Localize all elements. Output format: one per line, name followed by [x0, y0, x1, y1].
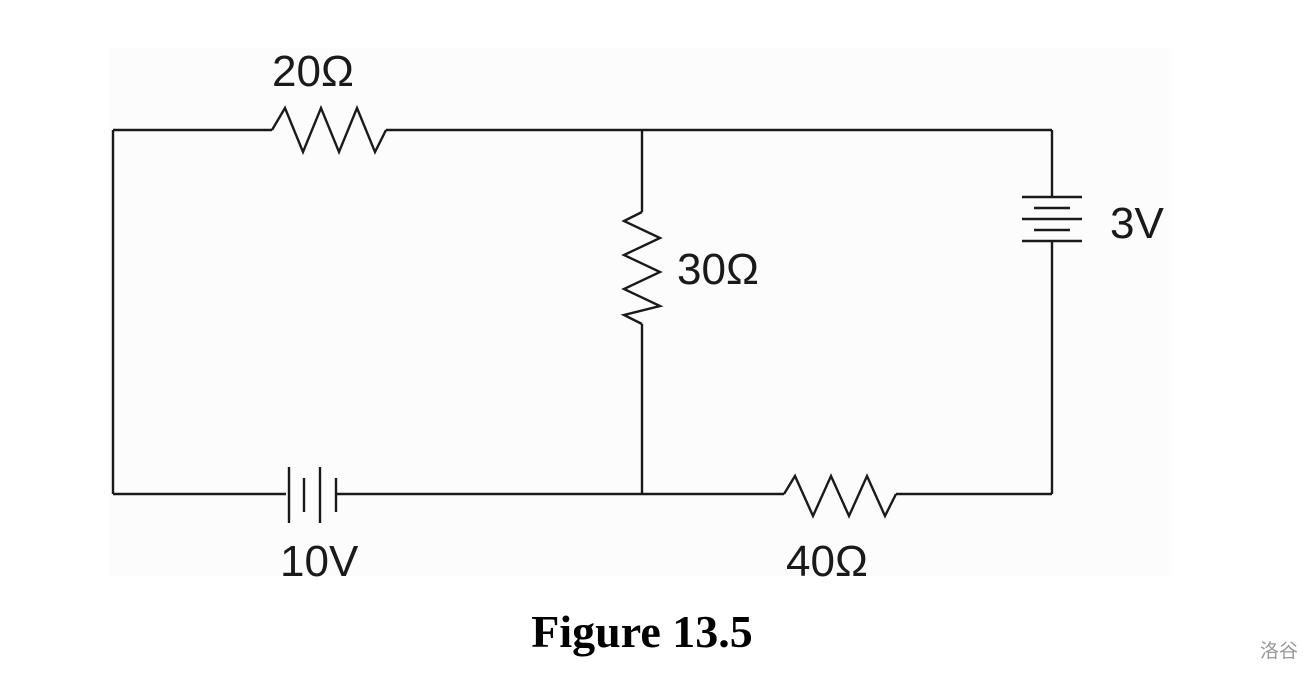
battery-10v [287, 467, 338, 523]
resistor-30-ohm [620, 210, 664, 326]
battery-3v [1022, 195, 1082, 243]
label-30-ohm: 30Ω [677, 245, 759, 294]
figure-caption: Figure 13.5 [531, 606, 753, 657]
resistor-20-ohm [270, 104, 388, 156]
label-40-ohm: 40Ω [786, 537, 868, 586]
label-3v: 3V [1110, 199, 1164, 248]
label-10v: 10V [280, 537, 359, 586]
watermark: 洛谷 [1259, 640, 1298, 662]
label-20-ohm: 20Ω [272, 47, 354, 96]
diagram-background [110, 48, 1172, 576]
resistor-40-ohm [782, 473, 898, 519]
